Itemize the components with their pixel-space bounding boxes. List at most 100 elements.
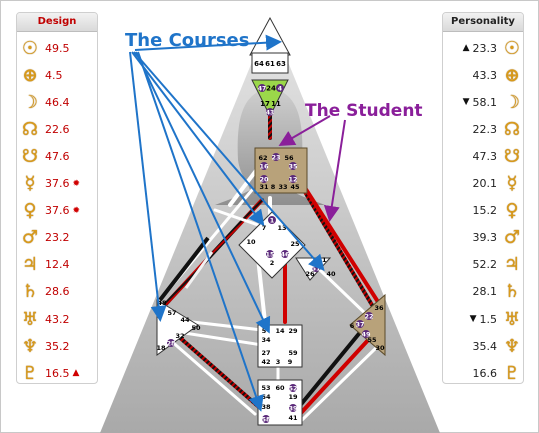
personality-row: ▼58.1☽ [447, 89, 521, 115]
sun-icon: ☉ [21, 37, 39, 59]
gate-label: 11 [271, 100, 281, 108]
design-row: ☋ 47.6 [21, 143, 95, 169]
gate-label: 31 [259, 183, 269, 191]
gate-label: 39 [288, 405, 298, 413]
gate-label: 38 [261, 403, 271, 411]
venus-icon: ♀ [505, 200, 519, 222]
mercury-icon: ☿ [506, 173, 518, 194]
gate-label: 32 [175, 332, 184, 340]
fixing-mark: ▲ [72, 368, 80, 379]
gate-label: 12 [288, 176, 297, 184]
activation-value: 46.4 [45, 95, 70, 109]
gate-label: 34 [261, 336, 271, 344]
fixing-mark: ▼ [469, 314, 477, 324]
head-center-top [249, 16, 291, 56]
gate-label: 46 [280, 251, 290, 259]
gate-label: 8 [271, 183, 276, 191]
gate-label: 18 [156, 344, 166, 352]
personality-row: ▼1.5 ♅ [447, 306, 521, 332]
throat-center [254, 147, 308, 194]
sun-icon: ☉ [503, 37, 521, 59]
design-row: ♇16.5▲ [21, 360, 95, 386]
gate-label: 13 [277, 224, 286, 232]
activation-value: 16.6 [472, 366, 498, 380]
gate-label: 48 [157, 299, 167, 307]
gate-label: 36 [374, 304, 384, 312]
gate-label: 21 [317, 256, 327, 264]
gate-label: 19 [288, 393, 298, 401]
fixing-mark: ✹ [72, 205, 81, 216]
gate-label: 54 [261, 393, 271, 401]
gate-label: 60 [275, 384, 285, 392]
south-node-icon: ☋ [504, 145, 520, 167]
personality-row: 35.4♆ [447, 333, 521, 359]
activation-value: 47.6 [45, 149, 70, 163]
design-row: ♂ 23.2 [21, 225, 95, 251]
mars-icon: ♂ [21, 227, 39, 249]
saturn-icon: ♄ [21, 281, 39, 303]
gate-label: 17 [260, 100, 270, 108]
gate-label: 43 [266, 110, 274, 117]
design-row: ♆ 35.2 [21, 333, 95, 359]
gate-label: 58 [261, 416, 271, 424]
personality-row: 39.3♂ [447, 225, 521, 251]
gate-label: 22 [364, 313, 373, 321]
design-panel-title: Design [17, 13, 97, 32]
gate-label: 26 [305, 270, 315, 278]
gate-label: 33 [278, 183, 287, 191]
gate-label: 41 [288, 414, 298, 422]
gate-label: 4 [278, 86, 282, 93]
uranus-icon: ♅ [503, 308, 521, 330]
personality-row: 15.2♀ [447, 198, 521, 224]
activation-value: 58.1 [472, 95, 498, 109]
activation-value: 1.5 [479, 312, 498, 326]
north-node-icon: ☊ [22, 118, 38, 140]
gate-label: 9 [288, 358, 293, 366]
courses-arrows [129, 34, 325, 412]
gate-label: 59 [288, 349, 298, 357]
gate-label: 57 [167, 309, 176, 317]
uranus-icon: ♅ [21, 308, 39, 330]
personality-row: 28.1♄ [447, 279, 521, 305]
fixing-mark: ✹ [72, 178, 81, 189]
student-label: The Student [305, 101, 423, 121]
solar-plexus-center [349, 293, 386, 357]
gate-label: 64 [254, 60, 264, 68]
south-node-icon: ☋ [22, 145, 38, 167]
gate-label: 62 [258, 154, 267, 162]
gate-label: 55 [367, 336, 377, 344]
design-row: ☊22.6 [21, 116, 95, 142]
personality-panel: Personality ▲23.3☉43.3⊕▼58.1☽22.3☊47.3☋2… [442, 12, 524, 384]
pluto-icon: ♇ [503, 362, 521, 384]
gate-label: 37 [355, 321, 364, 329]
activation-value: 43.3 [472, 68, 498, 82]
gate-label: 63 [276, 60, 286, 68]
personality-row: 52.2♃ [447, 252, 521, 278]
activation-value: 35.2 [45, 339, 70, 353]
gate-label: 29 [288, 327, 298, 335]
neptune-icon: ♆ [21, 335, 39, 357]
moon-icon: ☽ [503, 91, 521, 113]
gate-label: 61 [265, 60, 275, 68]
gate-label: 44 [180, 316, 190, 324]
north-node-icon: ☊ [504, 118, 520, 140]
gate-label: 35 [288, 163, 298, 171]
activation-value: 20.1 [472, 177, 498, 190]
activation-value: 39.3 [472, 231, 498, 245]
gate-label: 5 [262, 327, 267, 335]
personality-row: 22.3☊ [447, 116, 521, 142]
gate-label: 27 [261, 349, 270, 357]
gate-label: 40 [326, 270, 336, 278]
moon-icon: ☽ [21, 91, 39, 113]
activation-value: 23.2 [45, 231, 70, 245]
design-row: ♅43.2 [21, 306, 95, 332]
gate-label: 1 [270, 217, 275, 225]
activation-value: 4.5 [45, 68, 63, 82]
gate-label: 14 [275, 327, 285, 335]
gate-label: 2 [270, 259, 275, 267]
design-row: ☉49.5 [21, 35, 95, 61]
personality-row: ▲23.3☉ [447, 35, 521, 61]
gate-label: 23 [271, 154, 280, 162]
student-arrows [278, 115, 346, 222]
